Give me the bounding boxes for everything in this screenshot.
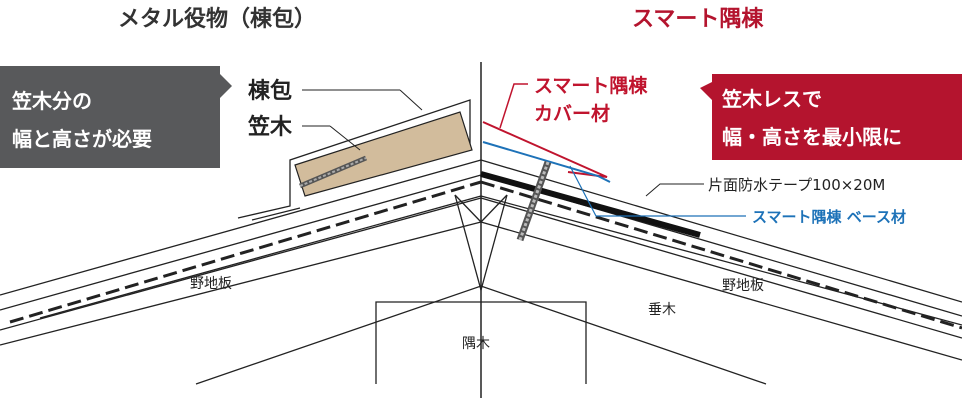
leader-base (569, 165, 746, 217)
left-callout-line1: 笠木分の (11, 89, 92, 113)
smart-hip-base-line (482, 141, 611, 183)
left-callout: 笠木分の 幅と高さが必要 (0, 66, 232, 168)
kasagi-screw (299, 155, 367, 189)
label-sumigi: 隅木 (462, 336, 490, 352)
heading-smart-hip: スマート隅棟 (632, 6, 764, 32)
roof-structure (0, 99, 962, 385)
label-kasagi: 笠木 (247, 114, 293, 140)
kasagi-wood-block (294, 111, 473, 197)
right-callout-line1: 笠木レスで (721, 87, 822, 111)
right-callout: 笠木レスで 幅・高さを最小限に (700, 74, 962, 160)
label-ridge-cover: 棟包 (248, 78, 292, 104)
label-yajiita-left: 野地板 (190, 276, 232, 292)
smart-hip-cover-line (482, 121, 608, 178)
smart-hip-screw (516, 160, 552, 242)
label-cover-line1: スマート隅棟 (534, 74, 648, 97)
label-taruki: 垂木 (648, 302, 676, 318)
right-callout-line2: 幅・高さを最小限に (722, 125, 902, 149)
left-callout-line2: 幅と高さが必要 (12, 127, 152, 151)
leader-tape (645, 183, 704, 197)
label-base: スマート隅棟 ベース材 (752, 208, 906, 226)
label-tape: 片面防水テープ100×20M (708, 176, 885, 194)
leader-cover (499, 83, 528, 129)
heading-metal-ridge: メタル役物（棟包） (118, 6, 316, 32)
label-cover-line2: カバー材 (534, 102, 610, 125)
label-yajiita-right: 野地板 (722, 278, 764, 294)
